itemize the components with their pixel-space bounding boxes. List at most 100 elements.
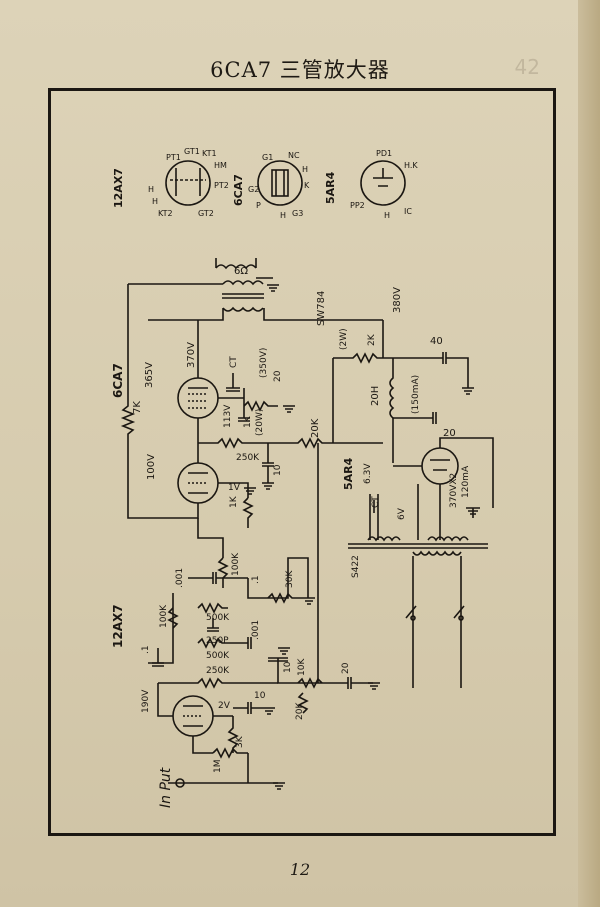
tube-12ax7-input: 190V 2V 10 3K bbox=[141, 683, 275, 753]
svg-text:1K: 1K bbox=[243, 415, 253, 428]
svg-text:P: P bbox=[256, 201, 261, 210]
label-5ar4: 5AR4 bbox=[342, 457, 355, 490]
svg-text:PT2: PT2 bbox=[214, 181, 229, 190]
svg-text:H: H bbox=[152, 197, 158, 206]
svg-text:20H: 20H bbox=[370, 386, 381, 406]
label-5ar4-pinout: 5AR4 bbox=[324, 171, 337, 204]
svg-text:CT: CT bbox=[371, 496, 381, 508]
svg-text:H: H bbox=[280, 211, 286, 220]
svg-text:30K: 30K bbox=[285, 570, 295, 588]
svg-text:20K: 20K bbox=[295, 702, 305, 720]
svg-text:HM: HM bbox=[214, 161, 227, 170]
label-6ca7: 6CA7 bbox=[111, 363, 125, 398]
svg-text:20: 20 bbox=[273, 370, 283, 382]
svg-text:(20W): (20W) bbox=[255, 409, 265, 436]
input-network: 1M bbox=[168, 736, 285, 790]
svg-text:1K: 1K bbox=[229, 495, 239, 508]
svg-text:KT2: KT2 bbox=[158, 209, 173, 218]
bleed-through-text: 42 bbox=[514, 55, 540, 79]
svg-text:IC: IC bbox=[404, 207, 412, 216]
svg-text:380V: 380V bbox=[392, 287, 403, 313]
svg-text:20: 20 bbox=[341, 662, 351, 674]
svg-text:.001: .001 bbox=[175, 568, 185, 588]
pinout-5ar4: 5AR4 PD1 H.K IC H PP2 bbox=[324, 149, 418, 220]
page-spine-shadow bbox=[578, 0, 600, 907]
tube-6ca7: 6CA7 365V 370V bbox=[111, 320, 219, 419]
label-12ax7: 12AX7 bbox=[111, 604, 125, 648]
svg-text:10: 10 bbox=[273, 464, 283, 476]
svg-text:KT1: KT1 bbox=[202, 149, 217, 158]
svg-text:(150mA): (150mA) bbox=[411, 375, 421, 414]
svg-text:370VX2: 370VX2 bbox=[449, 473, 459, 508]
label-sw784: SW784 bbox=[316, 291, 327, 326]
svg-text:GT1: GT1 bbox=[184, 147, 200, 156]
svg-text:365V: 365V bbox=[144, 362, 155, 388]
power-transformer: S422 bbox=[348, 507, 488, 688]
svg-text:(2W): (2W) bbox=[339, 328, 349, 350]
svg-text:10: 10 bbox=[283, 661, 293, 673]
svg-text:10: 10 bbox=[254, 691, 266, 701]
svg-text:1M: 1M bbox=[213, 760, 223, 774]
label-input: In Put bbox=[158, 767, 174, 808]
svg-text:10K: 10K bbox=[297, 658, 307, 676]
svg-text:6.3V: 6.3V bbox=[363, 463, 373, 484]
amplifier-schematic: 12AX7 H PT1 GT1 KT1 HM PT2 GT2 KT2 H 6CA… bbox=[111, 147, 494, 808]
svg-text:120mA: 120mA bbox=[461, 465, 471, 498]
label-6-ohm: 6Ω bbox=[234, 266, 248, 277]
page-title: 6CA7 三管放大器 bbox=[210, 58, 390, 82]
schematic-frame bbox=[48, 88, 556, 836]
tone-network: 100K .001 .1 30K 100K 500K 250P 500K .00… bbox=[111, 518, 315, 667]
svg-text:H.K: H.K bbox=[404, 161, 418, 170]
tube-5ar4: 370VX2 120mA 5AR4 6.3V CT 6V bbox=[342, 437, 494, 540]
svg-text:500K: 500K bbox=[206, 651, 230, 661]
svg-text:K: K bbox=[304, 181, 310, 190]
svg-text:113V: 113V bbox=[223, 404, 233, 428]
svg-text:PT1: PT1 bbox=[166, 153, 181, 162]
svg-text:7K: 7K bbox=[132, 401, 143, 414]
svg-text:CT: CT bbox=[229, 356, 239, 368]
svg-text:20: 20 bbox=[443, 428, 456, 439]
svg-text:.001: .001 bbox=[251, 620, 261, 640]
svg-text:2V: 2V bbox=[218, 701, 231, 711]
power-supply: 380V (2W) 2K 40 20H (150mA) 20 bbox=[332, 287, 474, 463]
svg-text:PP2: PP2 bbox=[350, 201, 365, 210]
pinout-6ca7: 6CA7 G1 NC H K G3 H P G2 bbox=[232, 151, 310, 220]
svg-text:G2: G2 bbox=[248, 185, 259, 194]
svg-text:6V: 6V bbox=[397, 507, 407, 520]
driver-plate-network: 250K 10 20K bbox=[198, 418, 383, 490]
svg-text:100V: 100V bbox=[146, 454, 157, 480]
svg-text:3K: 3K bbox=[235, 735, 245, 748]
input-jack-icon[interactable] bbox=[175, 778, 185, 788]
svg-text:250K: 250K bbox=[206, 666, 230, 676]
svg-text:190V: 190V bbox=[141, 689, 151, 713]
svg-text:40: 40 bbox=[430, 336, 443, 347]
svg-text:PD1: PD1 bbox=[376, 149, 392, 158]
svg-text:.1: .1 bbox=[141, 645, 151, 654]
svg-text:G1: G1 bbox=[262, 153, 273, 162]
svg-text:GT2: GT2 bbox=[198, 209, 214, 218]
svg-text:G3: G3 bbox=[292, 209, 303, 218]
svg-text:370V: 370V bbox=[186, 342, 197, 368]
svg-text:H: H bbox=[302, 165, 308, 174]
svg-text:.1: .1 bbox=[251, 575, 261, 584]
svg-text:100K: 100K bbox=[159, 604, 169, 628]
pinout-12ax7: 12AX7 H PT1 GT1 KT1 HM PT2 GT2 KT2 H bbox=[112, 147, 229, 218]
svg-text:H: H bbox=[384, 211, 390, 220]
svg-text:H: H bbox=[148, 185, 154, 194]
resistor-7k: 7K bbox=[120, 284, 143, 519]
cathode-network-6ca7: CT (350V) 20 113V 1K (20W) bbox=[218, 348, 295, 436]
svg-text:(350V): (350V) bbox=[259, 348, 269, 378]
svg-text:S422: S422 bbox=[351, 555, 361, 578]
page-number: 12 bbox=[289, 860, 311, 879]
first-stage-plate: 250K 10 10K 20 20K bbox=[158, 443, 380, 720]
svg-text:2K: 2K bbox=[367, 333, 377, 346]
svg-text:500K: 500K bbox=[206, 613, 230, 623]
output-transformer: 6Ω SW784 bbox=[128, 258, 383, 326]
svg-text:1V: 1V bbox=[228, 483, 241, 493]
label-6ca7-pinout: 6CA7 bbox=[232, 174, 245, 206]
label-12ax7-pinout: 12AX7 bbox=[112, 168, 125, 208]
svg-text:100K: 100K bbox=[231, 552, 241, 576]
svg-text:NC: NC bbox=[288, 151, 300, 160]
svg-text:250K: 250K bbox=[236, 453, 260, 463]
